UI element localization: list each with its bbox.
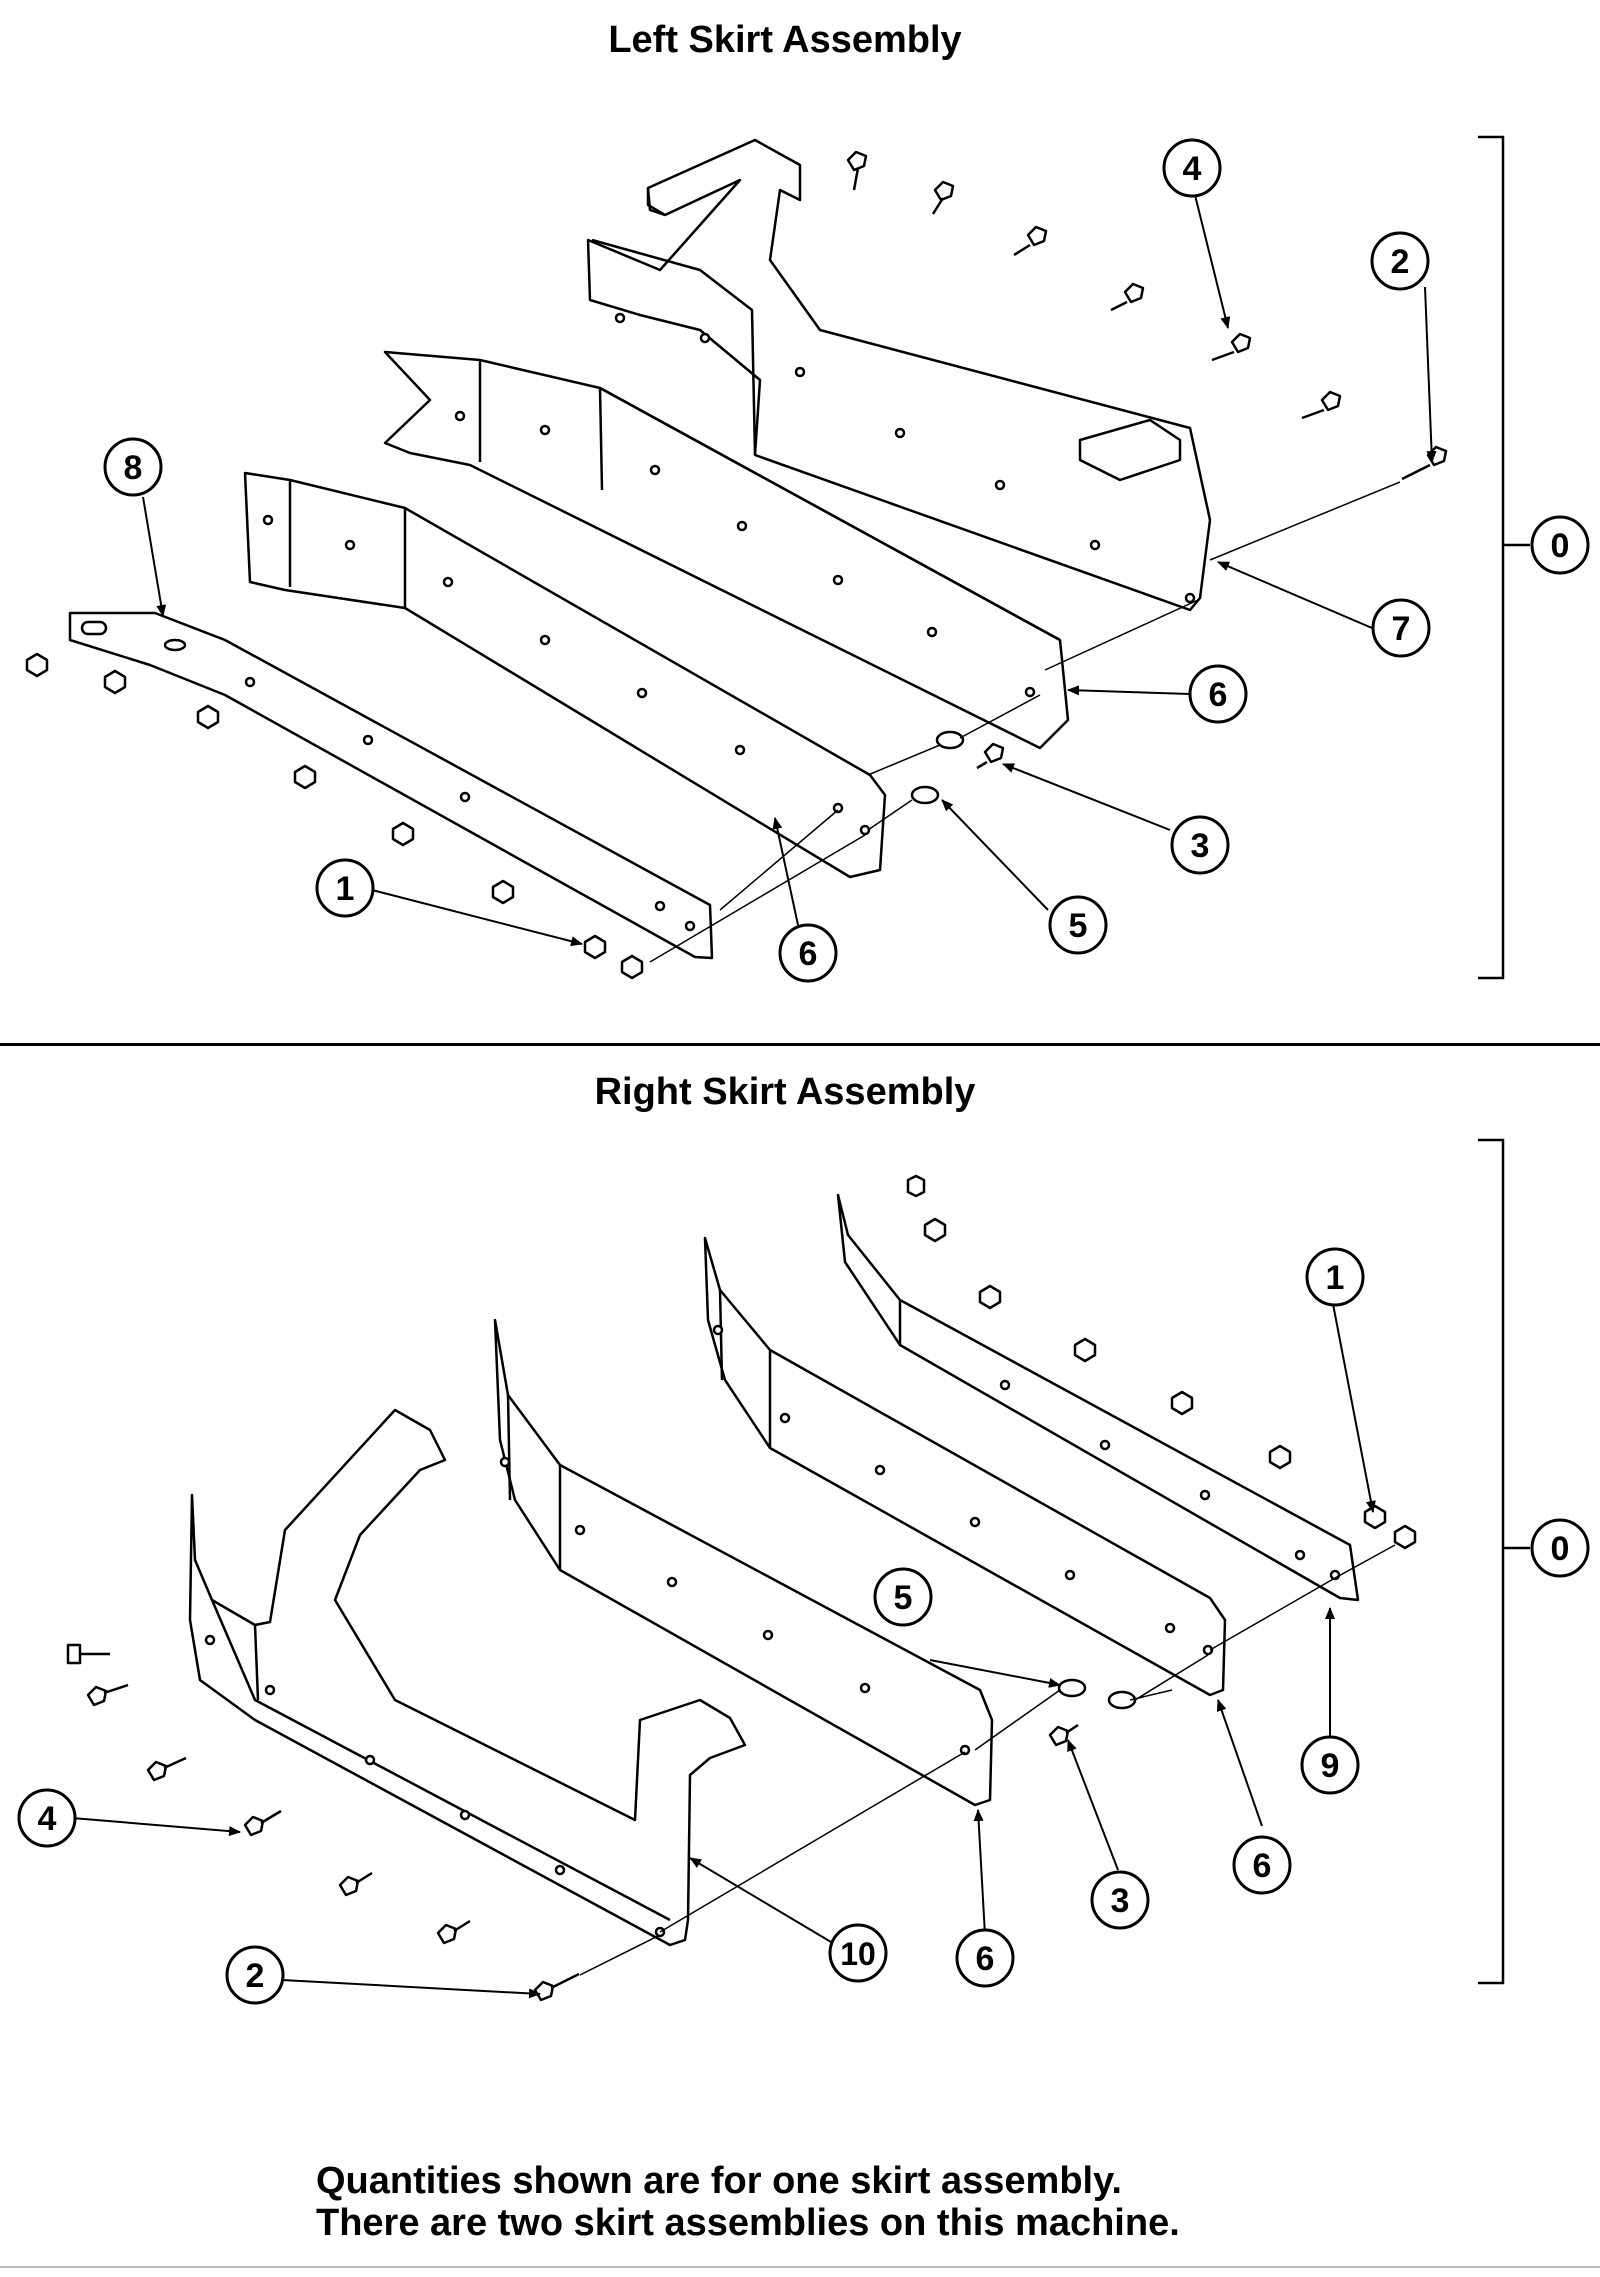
right-callout-5: 5 [873, 1567, 933, 1627]
svg-text:6: 6 [1209, 676, 1228, 714]
left-assembly-bracket [1478, 135, 1505, 980]
quantity-note-line-2: There are two skirt assemblies on this m… [316, 2202, 1180, 2244]
svg-text:6: 6 [976, 1940, 995, 1978]
right-leaders [71, 1303, 1376, 1999]
svg-text:9: 9 [1321, 1747, 1340, 1785]
left-centerlines [649, 481, 1401, 963]
left-callout-3: 3 [1170, 815, 1230, 875]
left-callout-1: 1 [315, 858, 375, 918]
right-assembly-bracket [1478, 1138, 1505, 1985]
quantity-note-line-1: Quantities shown are for one skirt assem… [316, 2160, 1122, 2202]
left-assembly-drawing [25, 138, 1448, 980]
left-nuts [25, 652, 644, 980]
svg-text:3: 3 [1191, 827, 1210, 865]
svg-text:5: 5 [894, 1579, 913, 1617]
left-washer-2 [910, 785, 940, 805]
left-frame-part [586, 138, 1212, 612]
left-callout-2: 2 [1370, 231, 1430, 291]
left-bolts [846, 150, 1448, 770]
left-callout-6-upper: 6 [1188, 664, 1248, 724]
left-callouts: 4 2 0 7 6 3 5 6 1 8 [103, 138, 1590, 983]
right-assembly-title: Right Skirt Assembly [594, 1071, 976, 1113]
page-bottom-rule [0, 2266, 1600, 2268]
left-callout-8: 8 [103, 437, 163, 497]
right-callout-3: 3 [1090, 1870, 1150, 1930]
svg-text:6: 6 [799, 935, 818, 973]
right-callout-6-front: 6 [955, 1928, 1015, 1988]
right-washer-1 [1057, 1678, 1087, 1698]
svg-text:0: 0 [1551, 527, 1570, 565]
right-callout-4: 4 [17, 1788, 77, 1848]
left-leaders [142, 182, 1437, 947]
right-callout-2: 2 [225, 1945, 285, 2005]
right-centerlines [579, 1544, 1396, 1976]
svg-text:3: 3 [1111, 1882, 1130, 1920]
svg-text:1: 1 [336, 870, 355, 908]
right-callouts: 1 0 9 6 3 5 6 10 4 2 [17, 1247, 1590, 2005]
left-callout-4: 4 [1162, 138, 1222, 198]
left-strip-part [68, 611, 714, 960]
right-rear-skirt-part [703, 1236, 1227, 1697]
left-assembly-title: Left Skirt Assembly [608, 19, 962, 61]
svg-text:5: 5 [1069, 907, 1088, 945]
svg-text:10: 10 [840, 1936, 876, 1972]
svg-text:2: 2 [1391, 243, 1410, 281]
right-callout-0: 0 [1530, 1518, 1590, 1578]
left-callout-0: 0 [1530, 515, 1590, 575]
right-frame-part [188, 1408, 747, 1947]
left-washer-1 [935, 730, 965, 750]
svg-text:1: 1 [1326, 1259, 1345, 1297]
svg-text:7: 7 [1392, 610, 1411, 648]
svg-text:4: 4 [1183, 150, 1202, 188]
right-assembly-drawing [66, 1174, 1417, 2002]
section-divider [0, 1043, 1600, 1046]
svg-text:2: 2 [246, 1957, 265, 1995]
svg-text:8: 8 [124, 449, 143, 487]
left-callout-7: 7 [1371, 598, 1431, 658]
left-callout-6-lower: 6 [778, 923, 838, 983]
right-bolts [66, 1643, 1079, 2002]
right-callout-9: 9 [1300, 1735, 1360, 1795]
svg-text:4: 4 [38, 1800, 57, 1838]
left-lower-skirt-part [243, 471, 887, 879]
right-front-skirt-part [493, 1318, 994, 1807]
left-upper-skirt-part [383, 350, 1070, 750]
quantity-note: Quantities shown are for one skirt assem… [316, 2160, 1180, 2244]
left-callout-5: 5 [1048, 895, 1108, 955]
svg-text:0: 0 [1551, 1530, 1570, 1568]
svg-text:6: 6 [1253, 1847, 1272, 1885]
right-callout-10: 10 [828, 1923, 888, 1983]
right-callout-1: 1 [1305, 1247, 1365, 1307]
right-callout-6-rear: 6 [1232, 1835, 1292, 1895]
